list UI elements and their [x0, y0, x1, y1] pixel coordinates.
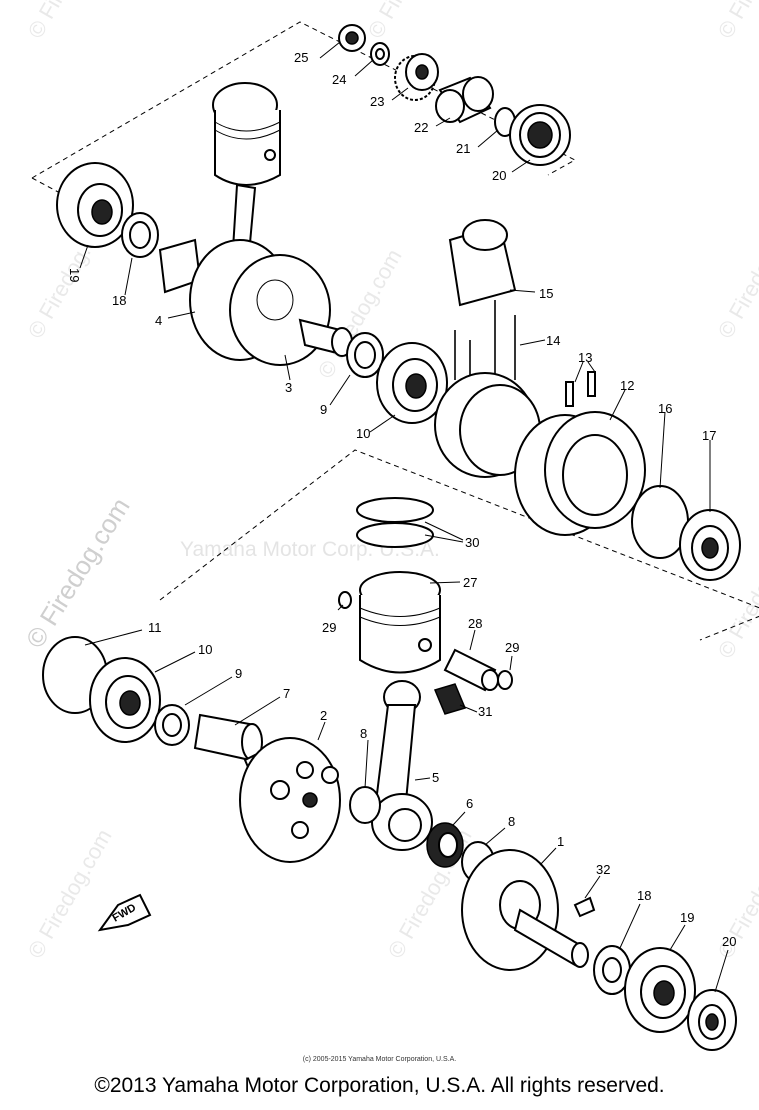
part-9-washer-upper	[346, 332, 384, 378]
label-29-left: 29	[322, 620, 336, 635]
piston-upper	[212, 82, 281, 186]
part-19-bearing-upper	[56, 162, 134, 248]
part-labels: 25 24 23 22 21 20 19 18 4 3 9 10 15 14 1…	[67, 50, 736, 949]
part-31-needle-bearing	[433, 683, 467, 715]
label-6: 6	[466, 796, 473, 811]
label-9-upper: 9	[320, 402, 327, 417]
label-28: 28	[468, 616, 482, 631]
part-20-seal	[687, 989, 737, 1051]
part-18-washer-upper	[121, 212, 159, 258]
label-20: 20	[722, 934, 736, 949]
part-1-crank-web	[461, 849, 589, 971]
watermark-site-faint: © Firedog.com	[23, 825, 117, 963]
part-29-clip-right	[497, 670, 513, 690]
label-7: 7	[283, 686, 290, 701]
part-10-bearing-lower	[89, 657, 161, 743]
label-1: 1	[557, 834, 564, 849]
upper-assembly	[56, 24, 741, 581]
label-16: 16	[658, 401, 672, 416]
label-10-upper: 10	[356, 426, 370, 441]
label-2: 2	[320, 708, 327, 723]
part-17-seal	[679, 509, 741, 581]
label-12: 12	[620, 378, 634, 393]
label-3: 3	[285, 380, 292, 395]
label-5: 5	[432, 770, 439, 785]
part-18-washer-lower	[593, 945, 631, 995]
label-18-upper: 18	[112, 293, 126, 308]
part-27-piston	[359, 571, 441, 674]
label-24: 23	[370, 94, 384, 109]
part-8-washer-a	[349, 786, 381, 824]
part-7-crankpin	[193, 713, 263, 762]
label-17: 17	[702, 428, 716, 443]
label-4: 4	[155, 313, 162, 328]
part-15-block	[448, 219, 517, 307]
part-10-bearing-upper	[376, 342, 448, 424]
watermark-site-faint: © Firedog.com	[23, 0, 117, 43]
label-11: 11	[148, 620, 162, 635]
lower-assembly: FWD	[42, 497, 737, 1051]
label-25: 24	[332, 72, 346, 87]
label-8-a: 8	[360, 726, 367, 741]
part-28-pin	[443, 648, 499, 692]
label-10-lower: 10	[198, 642, 212, 657]
label-14: 14	[546, 333, 560, 348]
label-21: 20	[492, 168, 506, 183]
part-30-rings	[356, 497, 434, 548]
part-13-pins	[565, 371, 596, 407]
part-32-key	[573, 896, 596, 918]
label-26: 25	[294, 50, 308, 65]
label-22: 21	[456, 141, 470, 156]
crankshaft-assembly	[158, 238, 353, 366]
small-copyright: (c) 2005-2015 Yamaha Motor Corporation, …	[302, 1056, 457, 1063]
watermark-site-faint: © Firedog.com	[713, 0, 759, 43]
label-18-lower: 18	[637, 888, 651, 903]
part-2-crank-web	[239, 737, 341, 863]
footer-copyright: ©2013 Yamaha Motor Corporation, U.S.A. A…	[94, 1074, 665, 1097]
watermark-site-faint: © Firedog.com	[363, 0, 457, 43]
leader-lines	[79, 41, 729, 993]
watermark-site-faint: © Firedog.com	[713, 205, 759, 343]
part-25-washer	[370, 42, 390, 66]
part-24-gear	[394, 53, 439, 101]
part-12-housing	[514, 411, 646, 536]
label-30: 30	[465, 535, 479, 550]
fwd-arrow-icon: FWD	[97, 893, 152, 932]
part-9-washer-lower	[154, 704, 190, 746]
label-13: 13	[578, 350, 592, 365]
part-23-collar	[435, 76, 494, 124]
part-26-seal	[338, 24, 366, 52]
label-19-upper: 19	[67, 268, 82, 282]
label-23: 22	[414, 120, 428, 135]
label-27: 27	[463, 575, 477, 590]
watermark-site-main: © Firedog.com	[20, 492, 136, 653]
part-6-bearing	[426, 822, 464, 868]
label-32: 32	[596, 862, 610, 877]
part-5-conrod	[371, 680, 433, 851]
label-19-lower: 19	[680, 910, 694, 925]
label-29-right: 29	[505, 640, 519, 655]
part-19-bearing-lower	[624, 947, 696, 1033]
part-21-bearing	[509, 104, 571, 166]
label-15: 15	[539, 286, 553, 301]
label-8-b: 8	[508, 814, 515, 829]
part-14-rods	[454, 300, 516, 390]
label-9-lower: 9	[235, 666, 242, 681]
part-29-clip-left	[338, 591, 352, 609]
label-31: 31	[478, 704, 492, 719]
